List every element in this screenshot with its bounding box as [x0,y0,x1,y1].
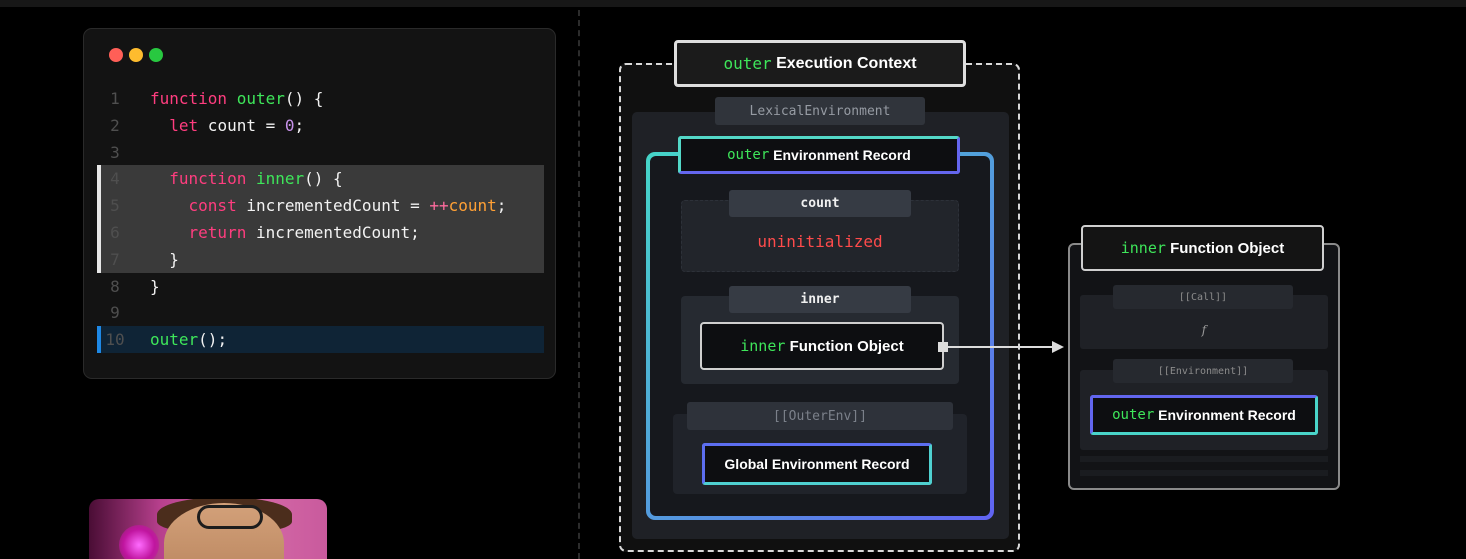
code-token [150,223,189,242]
code-line[interactable]: 6 return incrementedCount; [97,219,544,246]
code-token: const [188,196,237,216]
code-token: count [448,196,497,216]
code-token: (); [198,330,228,350]
arrow-line [948,346,1054,348]
code-token: function [169,169,247,189]
line-number: 10 [105,330,125,350]
code-token: outer [236,89,285,108]
line-number: 1 [110,89,120,108]
code-token: incrementedCount = [236,196,430,216]
code-token: ; [294,115,305,135]
code-token [150,169,169,188]
ifo-env-keyword: outer [1112,407,1155,423]
code-line[interactable]: 1 function outer() { [98,85,544,112]
lexical-environment-label: LexicalEnvironment [715,97,925,125]
presenter-face [164,503,284,559]
ring-light [119,525,159,559]
count-binding-value: uninitialized [757,231,883,251]
code-text: function outer() { [150,85,323,112]
execution-context-title: outer Execution Context [674,40,966,87]
fade-row [1080,470,1328,476]
code-token [227,89,237,108]
environment-record-title: outer Environment Record [678,136,960,174]
split-divider [578,10,580,559]
code-token: inner [255,169,305,189]
code-line[interactable]: 5 const incrementedCount = ++count; [97,192,544,220]
gutter-marker [97,245,101,273]
code-line[interactable]: 4 function inner() { [97,165,544,193]
code-token [150,196,189,215]
code-text: function inner() { [150,165,343,192]
line-number: 4 [110,169,120,189]
code-text: const incrementedCount = ++count; [150,192,507,219]
call-value: f [1201,323,1207,337]
code-token: incrementedCount; [246,223,420,242]
gutter-marker [97,165,101,193]
code-token: ; [496,196,507,216]
gutter-marker [97,326,101,354]
fo-keyword: inner [740,337,786,355]
window-maximize-dot[interactable] [149,48,163,62]
global-environment-record: Global Environment Record [702,443,932,485]
ec-title-text: Execution Context [776,54,917,72]
code-token: } [150,249,179,269]
inner-function-object-ref: inner Function Object [700,322,944,370]
ifo-title-text: Function Object [1170,239,1285,257]
line-number: 3 [110,142,120,162]
env-record-text: Environment Record [773,147,911,163]
code-text: } [150,273,160,300]
fo-text: Function Object [789,337,904,355]
code-line[interactable]: 2 let count = 0; [98,112,544,139]
code-token: outer [150,330,199,350]
inner-binding-label: inner [729,286,911,313]
presenter-webcam [89,499,327,559]
code-text: let count = 0; [150,112,304,139]
code-token: function [150,89,228,108]
call-label: [[Call]] [1113,285,1293,309]
window-minimize-dot[interactable] [129,48,143,62]
ifo-title-keyword: inner [1120,239,1166,257]
line-number: 8 [110,276,120,296]
ifo-env-text: Environment Record [1158,407,1296,423]
gutter-marker [97,192,101,220]
line-number: 9 [110,303,120,323]
inner-function-object-title: inner Function Object [1081,225,1324,271]
code-token [150,116,169,135]
glasses-icon [197,505,263,529]
code-text: } [150,246,179,273]
code-token [246,169,256,188]
code-text: outer(); [150,326,227,353]
code-line[interactable]: 10 outer(); [97,326,544,354]
outer-env-label: [[OuterEnv]] [687,402,953,430]
line-number: 7 [110,249,120,269]
code-text: return incrementedCount; [150,219,420,246]
code-line[interactable]: 7 } [97,245,544,273]
code-token: let [169,115,199,135]
code-token: () { [284,89,324,108]
count-binding-label: count [729,190,911,217]
line-number: 5 [110,196,120,216]
fade-row [1080,456,1328,462]
code-token: ++ [429,196,449,216]
ec-title-keyword: outer [723,54,772,73]
ifo-environment-record: outer Environment Record [1090,395,1318,435]
line-number: 6 [110,223,120,242]
window-close-dot[interactable] [109,48,123,62]
gutter-marker [97,219,101,246]
code-token: } [150,276,160,296]
code-token: () { [304,169,343,189]
line-number: 2 [110,115,120,135]
top-bar [0,0,1466,7]
code-line[interactable]: 3 [98,139,544,166]
code-token: return [188,223,247,242]
environment-label: [[Environment]] [1113,359,1293,383]
code-line[interactable]: 8} [98,273,544,300]
code-line[interactable]: 9 [98,299,544,326]
arrow-origin-handle [938,342,948,352]
arrow-head-icon [1052,341,1064,353]
code-token: 0 [284,115,295,135]
env-record-keyword: outer [727,147,770,163]
code-token: count = [198,115,285,135]
